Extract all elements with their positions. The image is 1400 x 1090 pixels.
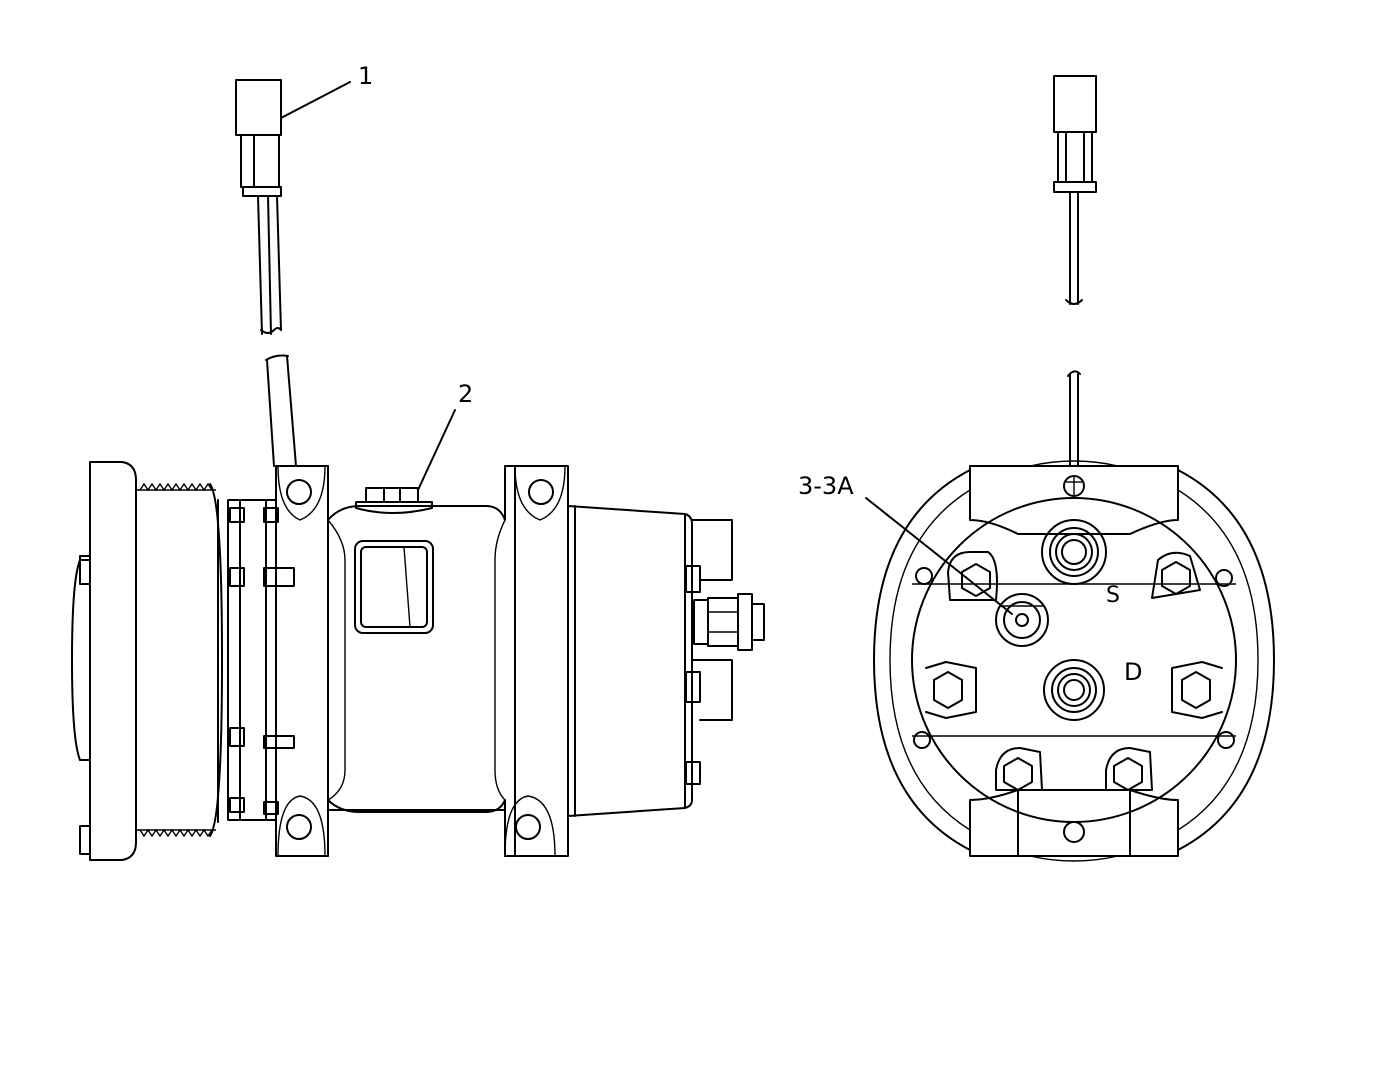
callout-3-3a: 3-3A [798, 472, 854, 500]
leader-line-3 [865, 497, 1013, 615]
harness-connector-right [1053, 75, 1097, 467]
discharge-mark: D [1124, 658, 1142, 686]
leader-line-2 [417, 409, 456, 491]
suction-mark: S [1106, 583, 1120, 608]
suction-port [1041, 519, 1107, 585]
harness-cable-lower-left [265, 354, 297, 467]
compressor-rear-view [873, 460, 1275, 862]
harness-connector-left [235, 79, 282, 335]
leader-line-1 [280, 81, 351, 119]
discharge-port [1043, 659, 1105, 721]
callout-1: 1 [358, 62, 373, 90]
hex-bolts [925, 551, 1223, 791]
service-valve [995, 593, 1049, 647]
callout-2: 2 [458, 380, 473, 408]
compressor-side-view [71, 461, 765, 861]
